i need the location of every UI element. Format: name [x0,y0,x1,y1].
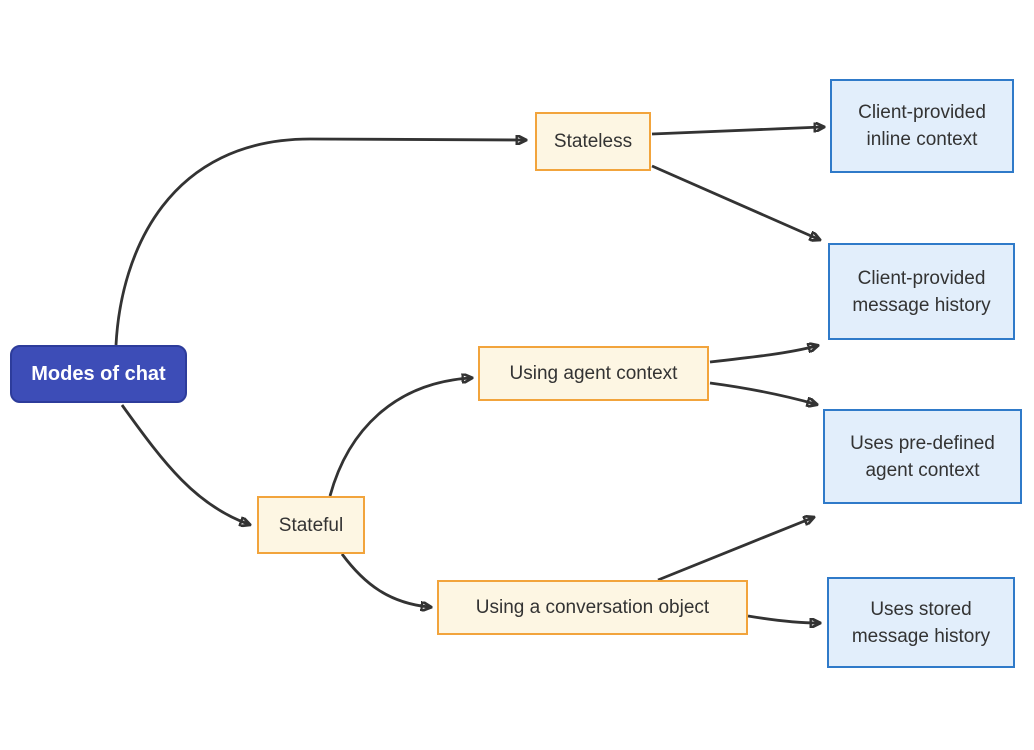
node-using-a-conversation-object-label: Using a conversation object [475,597,710,618]
edge-modes-to-stateful [120,404,248,524]
edge-stateless-to-message-history [651,164,818,239]
node-uses-stored-message-history: Uses stored message history [827,577,1015,668]
edge-conversation-object-to-predefined-context [657,518,812,582]
node-modes-of-chat-label: Modes of chat [31,362,166,385]
node-stateful-label: Stateful [278,514,344,536]
node-client-provided-inline-context: Client-provided inline context [830,79,1014,173]
node-client-provided-inline-context-label: Client-provided inline context [858,102,986,150]
node-using-agent-context: Using agent context [478,346,709,401]
node-stateless-label: Stateless [553,131,633,152]
edge-stateless-to-inline-context [651,127,822,136]
edge-stateful-to-agent-context [328,378,470,497]
node-stateful: Stateful [257,496,365,554]
node-using-agent-context-label: Using agent context [509,363,678,384]
node-uses-stored-message-history-label: Uses stored message history [851,598,991,647]
node-client-provided-message-history: Client-provided message history [828,243,1015,340]
node-uses-pre-defined-agent-context-label: Uses pre-defined agent context [850,432,995,481]
node-using-a-conversation-object: Using a conversation object [437,580,748,635]
node-client-provided-message-history-label: Client-provided message history [852,267,991,316]
node-uses-pre-defined-agent-context: Uses pre-defined agent context [823,409,1022,504]
node-modes-of-chat: Modes of chat [10,345,187,403]
edge-agent-context-to-predefined-context [709,381,815,404]
edge-modes-to-stateless [114,139,524,346]
node-stateless: Stateless [535,112,651,171]
edge-agent-context-to-message-history [709,346,816,364]
edge-conversation-object-to-stored-history [747,614,818,623]
edge-stateful-to-conversation-object [340,553,429,607]
